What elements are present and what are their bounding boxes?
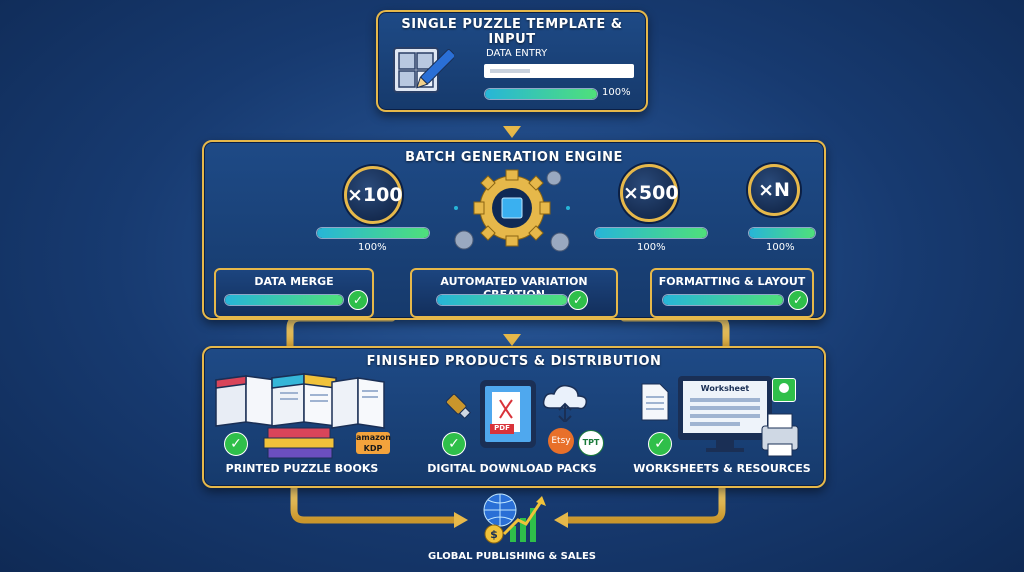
step-formatting-label: FORMATTING & LAYOUT — [658, 275, 806, 288]
etsy-badge: Etsy — [548, 428, 574, 454]
products-title: FINISHED PRODUCTS & DISTRIBUTION — [366, 354, 662, 369]
printed-books-label: PRINTED PUZZLE BOOKS — [225, 462, 379, 475]
cloud-upload-icon — [540, 382, 590, 424]
books-icon — [212, 370, 392, 460]
data-entry-progress-fill — [485, 89, 597, 99]
amazon-kdp-badge: amazon KDP — [356, 432, 391, 454]
data-entry-label: DATA ENTRY — [486, 48, 548, 59]
check-icon: ✓ — [442, 432, 466, 456]
multiplier-badge-n: ×N — [748, 164, 800, 216]
template-input-title: SINGLE PUZZLE TEMPLATE & INPUT — [401, 17, 623, 47]
badge-100-progress — [316, 227, 430, 239]
worksheets-label: WORKSHEETS & RESOURCES — [633, 462, 811, 475]
classroom-icon — [772, 378, 796, 402]
step-formatting-progress — [662, 294, 784, 306]
document-icon — [640, 382, 670, 422]
data-entry-progress — [484, 88, 598, 100]
check-icon: ✓ — [568, 290, 588, 310]
batch-engine-title: BATCH GENERATION ENGINE — [405, 150, 623, 165]
check-icon: ✓ — [224, 432, 248, 456]
svg-text:$: $ — [490, 528, 498, 541]
multiplier-badge-100: ×100 — [344, 166, 403, 224]
multiplier-badge-500: ×500 — [620, 164, 679, 222]
step-data-merge-progress — [224, 294, 344, 306]
usb-drive-icon — [444, 392, 474, 422]
check-icon: ✓ — [348, 290, 368, 310]
badge-n-progress-label: 100% — [766, 242, 795, 253]
step-variation-creation: AUTOMATED VARIATION CREATION ✓ — [410, 268, 618, 318]
badge-500-progress — [594, 227, 708, 239]
digital-downloads-label: DIGITAL DOWNLOAD PACKS — [427, 462, 597, 475]
step-variation-progress — [436, 294, 568, 306]
badge-500-progress-label: 100% — [637, 242, 666, 253]
gear-chip-icon — [450, 158, 580, 262]
puzzle-pencil-icon — [390, 40, 456, 100]
step-data-merge-label: DATA MERGE — [254, 275, 334, 288]
check-icon: ✓ — [648, 432, 672, 456]
template-input-panel: SINGLE PUZZLE TEMPLATE & INPUT DATA ENTR… — [376, 10, 648, 112]
data-entry-field[interactable] — [484, 64, 634, 78]
pdf-label: PDF — [494, 424, 510, 432]
global-publishing-label: GLOBAL PUBLISHING & SALES — [427, 551, 596, 562]
step-formatting-layout: FORMATTING & LAYOUT ✓ — [650, 268, 814, 318]
tpt-badge: TPT — [578, 430, 604, 456]
tablet-pdf-icon: PDF — [478, 378, 538, 450]
step-data-merge: DATA MERGE ✓ — [214, 268, 374, 318]
globe-growth-icon: $ — [476, 490, 548, 546]
badge-n-progress — [748, 227, 816, 239]
badge-100-progress-label: 100% — [358, 242, 387, 253]
monitor-printer-icon: Worksheet — [676, 374, 800, 460]
check-icon: ✓ — [788, 290, 808, 310]
data-entry-progress-label: 100% — [602, 87, 631, 98]
worksheet-screen-text: Worksheet — [700, 384, 750, 393]
